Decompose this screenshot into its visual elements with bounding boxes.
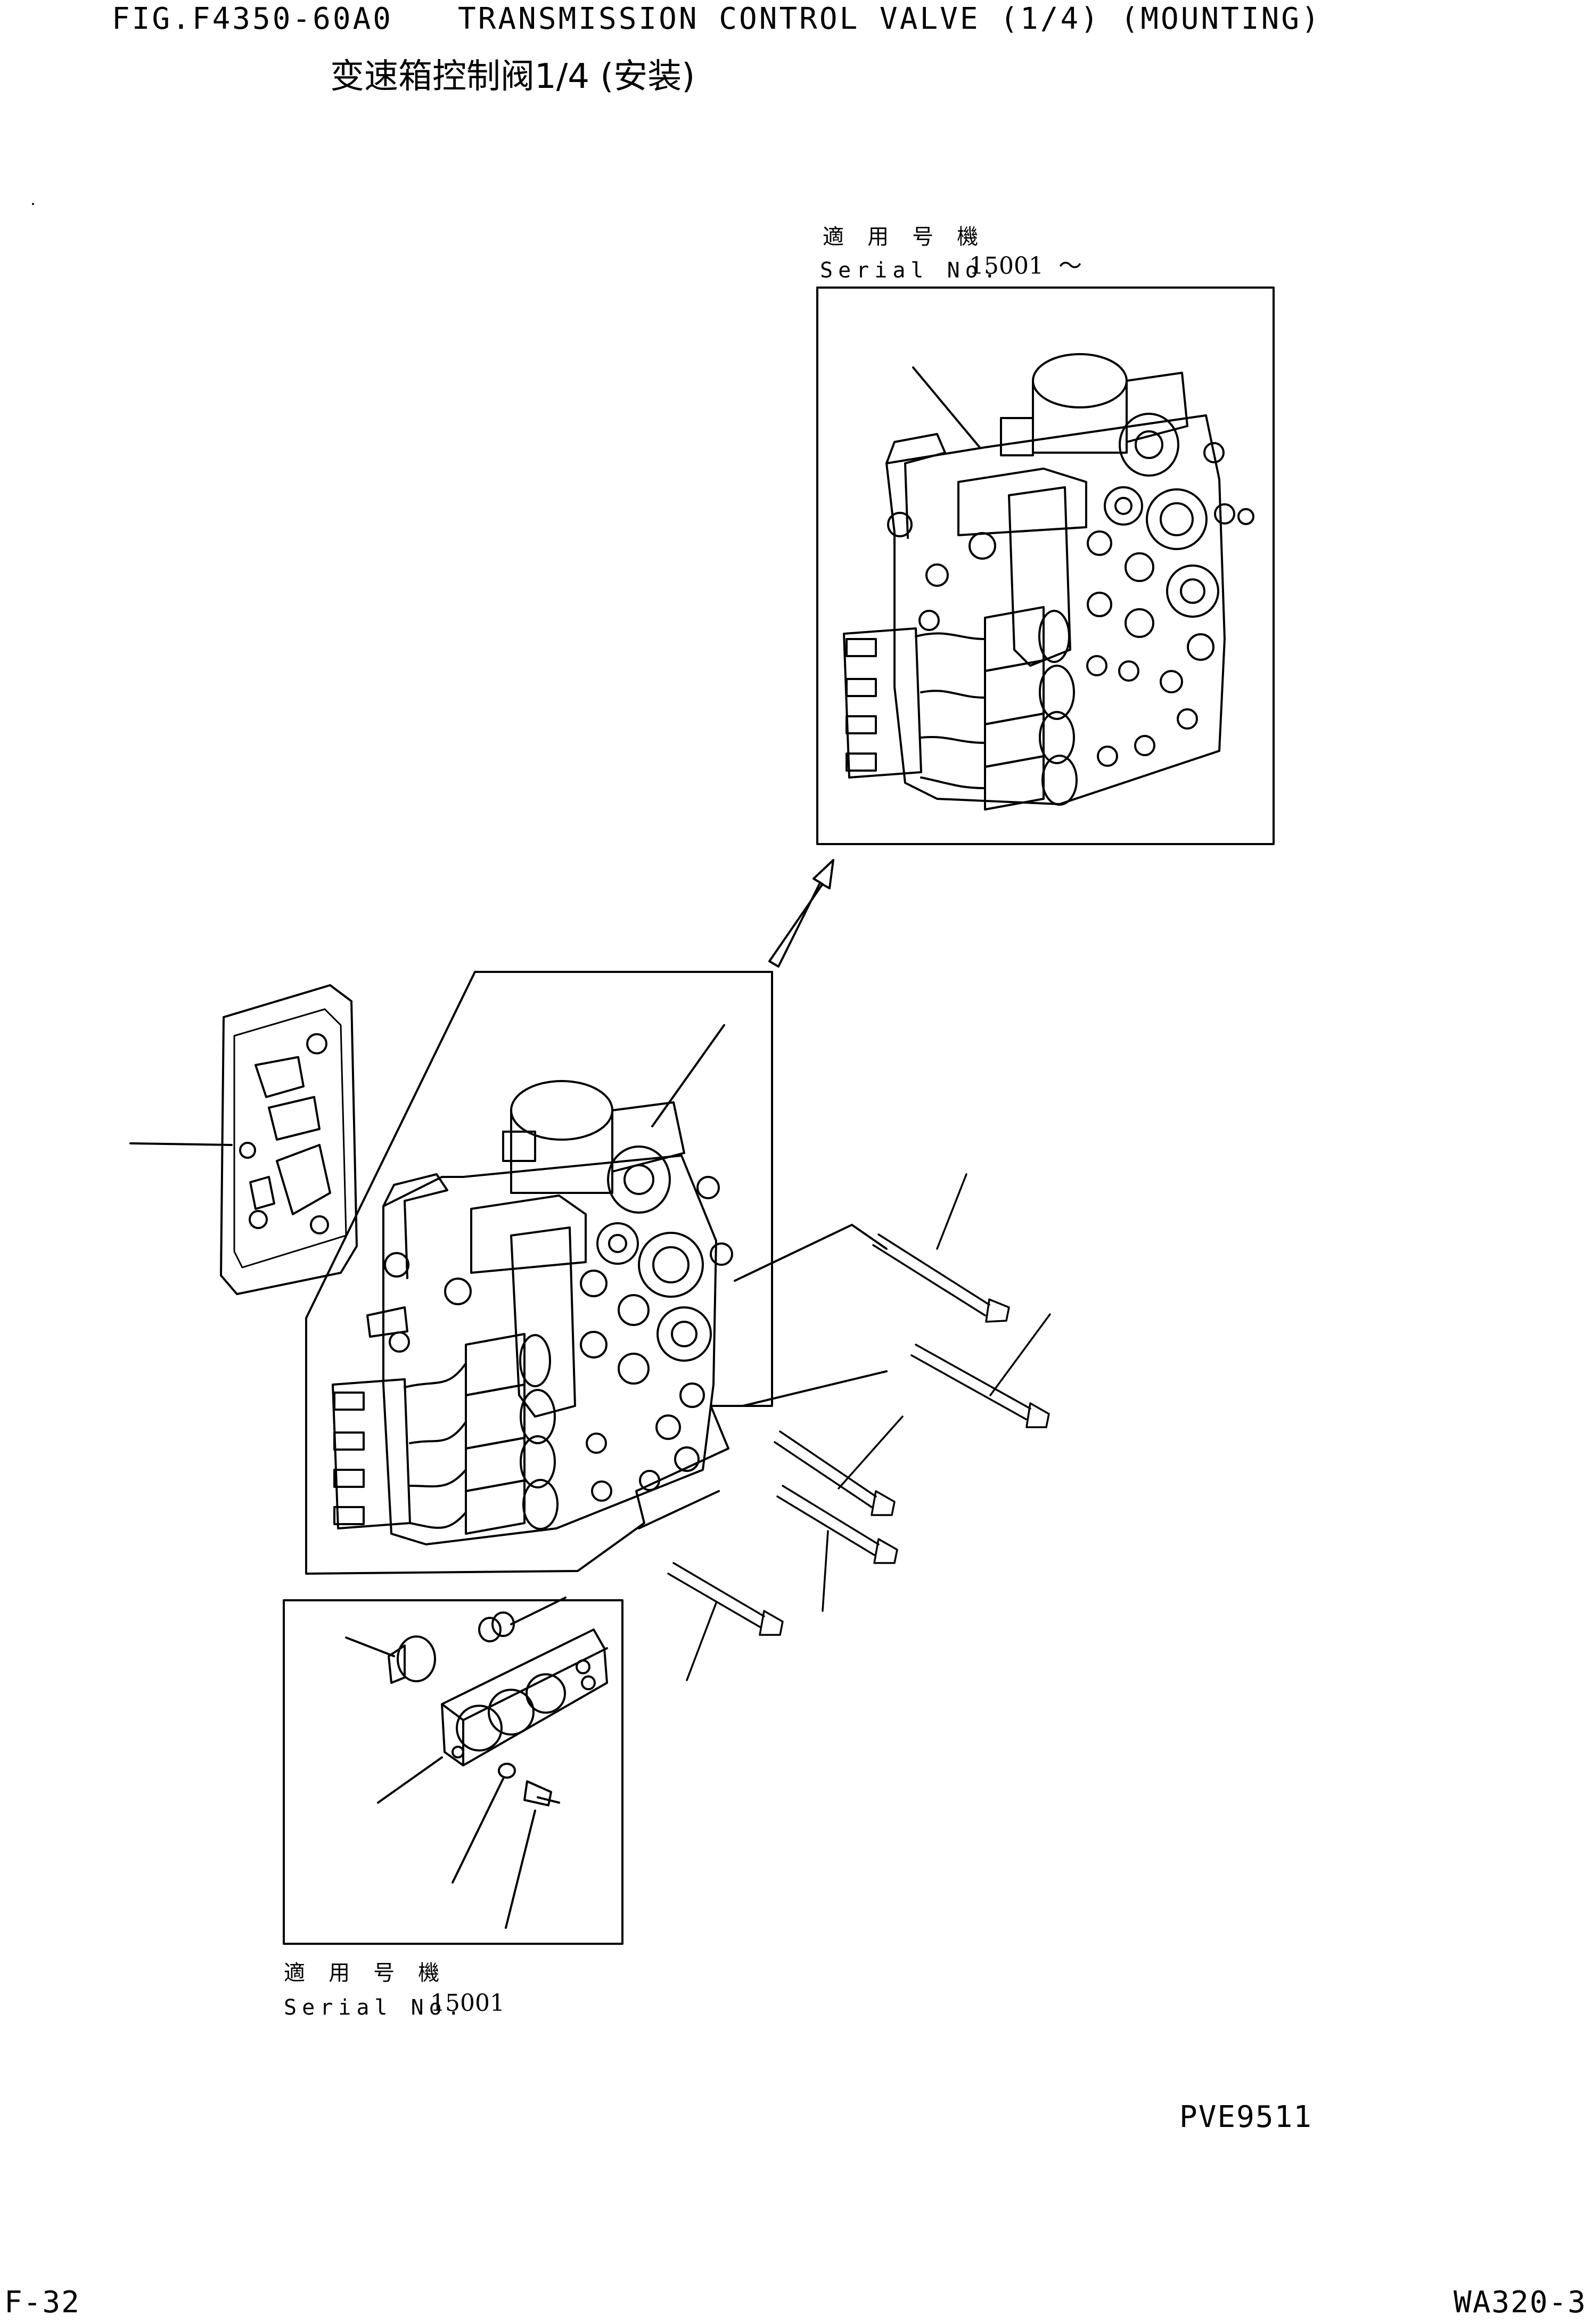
bottom-inset-serial-prefix: Serial No. — [284, 1995, 465, 2020]
top-inset-frame — [817, 288, 1274, 844]
page-title: TRANSMISSION CONTROL VALVE (1/4) (MOUNTI… — [458, 2, 1322, 36]
bottom-inset-frame — [284, 1600, 622, 1944]
bolt-1-label-leader — [937, 1174, 966, 1249]
main-assembly-frame — [306, 972, 772, 1574]
gasket — [221, 985, 357, 1294]
bottom-bolt-leader — [506, 1811, 535, 1928]
top-inset-leader — [913, 367, 980, 447]
gasket-leader — [130, 1143, 232, 1145]
main-valve-leader — [652, 1025, 724, 1126]
top-inset-applicable-label: 適 用 号 機 — [823, 225, 984, 249]
bottom-inset-serial-value: 15001 — [430, 1990, 505, 2017]
bolt-4-label-leader — [823, 1531, 828, 1611]
model-number: WA320-3 — [1454, 2285, 1584, 2320]
top-valve-assembly — [844, 354, 1253, 809]
bottom-plate-leader — [378, 1757, 442, 1803]
bolt-2-leader — [743, 1371, 887, 1406]
drawing-code: PVE9511 — [1179, 2100, 1313, 2134]
bottom-inset-applicable-label: 適 用 号 機 — [284, 1961, 445, 1985]
bolt-5-label-leader — [687, 1603, 716, 1680]
bottom-small-oring-leader — [511, 1598, 565, 1624]
bottom-part-leader — [639, 1491, 719, 1528]
page-subtitle: 变速箱控制阀1/4 (安装) — [330, 57, 695, 96]
bolt-2-label-leader — [990, 1314, 1050, 1395]
page-number: F-32 — [4, 2285, 80, 2320]
bolt-1-leader — [735, 1225, 887, 1281]
bolt-3-label-leader — [839, 1417, 902, 1488]
reference-arrow — [769, 860, 833, 967]
top-inset-serial-prefix: Serial No. — [820, 258, 1002, 283]
top-inset — [817, 288, 1274, 844]
figure-number: FIG.F4350-60A0 — [112, 2, 393, 36]
top-inset-serial-value: 15001 ～ — [969, 252, 1082, 280]
bottom-oring-leader — [346, 1638, 394, 1656]
bottom-inset — [284, 1598, 622, 1944]
mounting-bolts — [668, 1174, 1050, 1680]
stray-mark — [32, 203, 34, 205]
bottom-washer-leader — [453, 1779, 503, 1883]
main-valve-assembly — [333, 1081, 732, 1544]
